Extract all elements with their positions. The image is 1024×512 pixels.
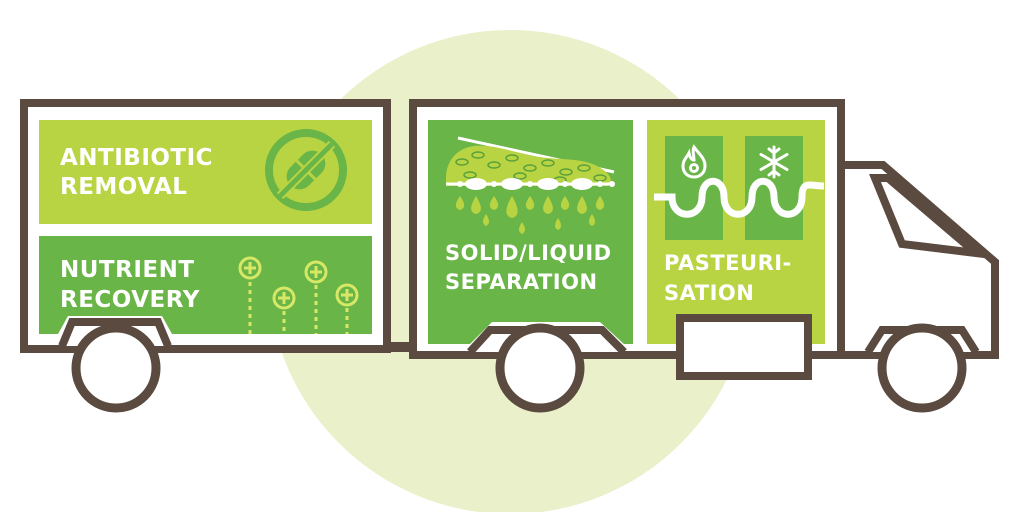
truck-front-wheel [877, 323, 967, 413]
truck-rear-wheel [495, 323, 585, 413]
pasteurisation-label-line2: SATION [664, 281, 754, 305]
trailer-wheel [71, 323, 161, 413]
flame-icon [681, 144, 707, 179]
filter-drops-icon [446, 136, 615, 234]
truck-cab [837, 161, 999, 359]
nutrient-panel [39, 236, 372, 334]
snowflake-icon [759, 145, 789, 179]
separation-label-line1: SOLID/LIQUID [445, 241, 612, 265]
cab-window-outline [869, 174, 989, 259]
truck [409, 99, 999, 413]
fuel-tank [676, 314, 812, 380]
antibiotic-label-line1: ANTIBIOTIC [60, 145, 213, 171]
antibiotic-label-line2: REMOVAL [60, 174, 187, 200]
heat-exchanger-coil-icon [654, 177, 825, 218]
pasteurisation-label-line1: PASTEURI- [664, 251, 792, 275]
nutrient-label-line2: RECOVERY [60, 287, 200, 313]
separation-label-line2: SEPARATION [445, 270, 598, 294]
nutrient-plus-icon [238, 256, 359, 334]
trailer-hitch [384, 342, 420, 352]
no-pill-icon [265, 129, 347, 211]
nutrient-label-line1: NUTRIENT [60, 257, 195, 283]
trailer [20, 99, 420, 413]
